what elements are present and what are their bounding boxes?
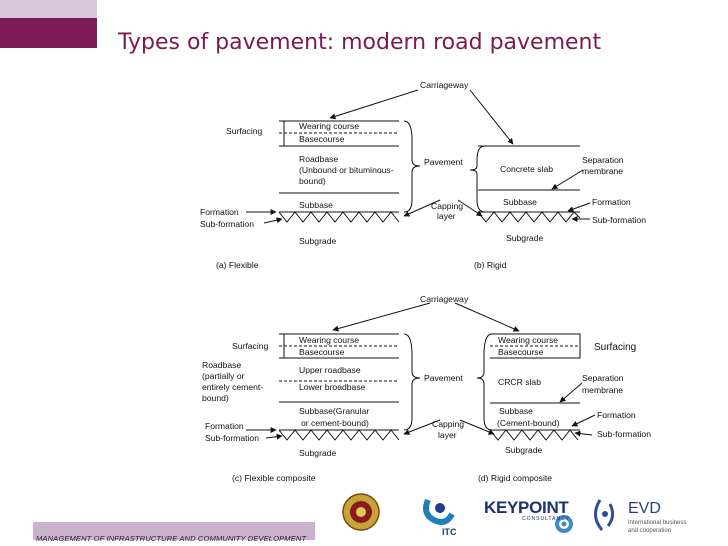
label-basecourse-top: Basecourse — [299, 134, 345, 144]
label-formation-bottom-right: Formation — [597, 410, 636, 420]
keypoint-logo-subtext: CONSULTANCY — [522, 516, 571, 522]
label-basecourse-bottom-right: Basecourse — [498, 347, 544, 357]
label-subformation-top-left: Sub-formation — [200, 219, 254, 229]
label-carriageway-top: Carriageway — [420, 80, 469, 90]
label-capping-top-2: layer — [437, 211, 456, 221]
label-separation-bottom-1: Separation — [582, 373, 624, 383]
label-subbase-bottom-right-2: (Cement-bound) — [497, 418, 560, 428]
footer-bar — [33, 522, 315, 540]
label-upper-roadbase: Upper roadbase — [299, 365, 361, 375]
itc-logo-text: ITC — [442, 527, 457, 537]
label-roadbase-bottom-4: bound) — [202, 393, 229, 403]
slide-title: Types of pavement: modern road pavement — [118, 30, 602, 55]
corner-block-light — [0, 0, 97, 18]
caption-c: (c) Flexible composite — [232, 473, 316, 483]
label-subformation-bottom-left: Sub-formation — [205, 433, 259, 443]
label-carriageway-bottom: Carriageway — [420, 294, 469, 304]
caption-b: (b) Rigid — [474, 260, 507, 270]
label-roadbase-top-2: (Unbound or bituminous- — [299, 165, 394, 175]
label-wearing-bottom-right: Wearing course — [498, 335, 558, 345]
label-basecourse-bottom-left: Basecourse — [299, 347, 345, 357]
label-crcr-slab: CRCR slab — [498, 377, 541, 387]
label-capping-top-1: Capping — [431, 201, 463, 211]
footer-text: MANAGEMENT OF INFRASTRUCTURE AND COMMUNI… — [36, 534, 307, 543]
label-roadbase-bottom-2: (partially or — [202, 371, 245, 381]
label-subbase-bottom-left-2: or cement-bound) — [301, 418, 369, 428]
figure-top-labels: Carriageway Surfacing Wearing course Bas… — [200, 80, 646, 270]
label-wearing-bottom-left: Wearing course — [299, 335, 359, 345]
itc-logo — [423, 498, 455, 525]
label-surfacing-top: Surfacing — [226, 126, 263, 136]
label-capping-bottom-2: layer — [438, 430, 457, 440]
keypoint-logo-mark — [555, 515, 573, 533]
label-surfacing-bottom-left: Surfacing — [232, 341, 269, 351]
evd-logo-text: EVD — [628, 500, 661, 517]
label-formation-bottom-left: Formation — [205, 421, 244, 431]
corner-block-dark — [0, 18, 97, 48]
label-separation-bottom-2: membrane — [582, 385, 623, 395]
label-formation-top-left: Formation — [200, 207, 239, 217]
label-subformation-bottom-right: Sub-formation — [597, 429, 651, 439]
figure-bottom — [246, 302, 596, 441]
label-roadbase-bottom-3: entirely cement- — [202, 382, 263, 392]
label-subbase-bottom-left-1: Subbase(Granular — [299, 406, 369, 416]
label-subbase-top-right: Subbase — [503, 197, 537, 207]
label-roadbase-bottom-1: Roadbase — [202, 360, 241, 370]
label-subbase-bottom-right-1: Subbase — [499, 406, 533, 416]
label-subgrade-bottom-left: Subgrade — [299, 448, 336, 458]
label-wearing-top: Wearing course — [299, 121, 359, 131]
keypoint-logo-text: KEYPOINT — [484, 498, 569, 517]
label-subgrade-top-left: Subgrade — [299, 236, 336, 246]
label-formation-top-right: Formation — [592, 197, 631, 207]
evd-logo-subtext: International business and cooperation — [628, 520, 687, 534]
figure-bottom-labels: Carriageway Surfacing Surfacing Wearing … — [202, 294, 651, 483]
label-capping-bottom-1: Capping — [432, 419, 464, 429]
caption-a: (a) Flexible — [216, 260, 259, 270]
label-concrete-slab: Concrete slab — [500, 164, 553, 174]
label-separation-top-1: Separation — [582, 155, 624, 165]
label-separation-top-2: membrane — [582, 166, 623, 176]
label-subgrade-bottom-right: Subgrade — [505, 445, 542, 455]
crest-logo — [342, 493, 380, 531]
caption-d: (d) Rigid composite — [478, 473, 552, 483]
label-subformation-top-right: Sub-formation — [592, 215, 646, 225]
label-surfacing-bottom-right: Surfacing — [594, 342, 636, 353]
label-roadbase-top-3: bound) — [299, 176, 326, 186]
label-subbase-top-left: Subbase — [299, 200, 333, 210]
label-pavement-bottom: Pavement — [424, 373, 463, 383]
label-pavement-top: Pavement — [424, 157, 463, 167]
label-subgrade-top-right: Subgrade — [506, 233, 543, 243]
label-lower-roadbase: Lower broadbase — [299, 382, 366, 392]
label-roadbase-top-1: Roadbase — [299, 154, 338, 164]
figure-top — [246, 89, 591, 224]
evd-logo-mark — [594, 499, 615, 531]
